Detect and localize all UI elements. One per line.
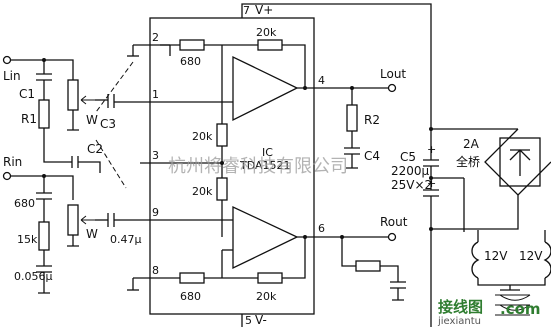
- left-output-network: Lout R2 C4: [344, 67, 406, 169]
- watermark: 杭州将睿科技有限公司 接线图 jiexiantu .com: [168, 156, 541, 327]
- w-top-label: W: [86, 113, 98, 127]
- pin-8-label: 8: [152, 264, 159, 277]
- bridge-rating-label: 2A: [463, 137, 480, 151]
- lout-label: Lout: [380, 67, 406, 81]
- power-supply: + + C5 2200μ 25V×2 2A 全桥 12V 12V: [391, 75, 551, 327]
- lout-terminal: [387, 83, 397, 93]
- potentiometer-w-top: [67, 79, 79, 111]
- c0056-label: 0.056μ: [14, 270, 53, 283]
- capacitor-rout: [380, 265, 406, 301]
- resistor-20k-mid-bot: [216, 177, 228, 201]
- t-12v-left-label: 12V: [484, 249, 508, 263]
- r20k-mid-bot-label: 20k: [192, 185, 213, 198]
- right-input-network: Rin 680 15k 0.056μ W 0.47μ: [2, 155, 142, 294]
- watermark-site-com: .com: [500, 300, 541, 318]
- capacitor-c-rin: [36, 176, 52, 222]
- resistor-r1: [38, 99, 50, 129]
- t-12v-right-label: 12V: [519, 249, 543, 263]
- lower-opamp-triangle: [232, 205, 299, 270]
- capacitor-c1: [36, 60, 52, 100]
- r20k-top-fb-label: 20k: [256, 26, 277, 39]
- bridge-rectifier: [484, 128, 551, 196]
- lower-amplifier: 9 680 20k 8 6: [120, 205, 342, 303]
- c5-rating-label: 25V×2: [391, 178, 432, 192]
- left-input-network: Lin C1 R1 C2 W C3: [2, 55, 134, 189]
- rin-terminal: [2, 171, 12, 181]
- rout-label: Rout: [380, 215, 408, 229]
- capacitor-047: [107, 213, 115, 227]
- bridge-type-label: 全桥: [456, 154, 480, 169]
- capacitor-c4: [344, 131, 360, 169]
- pin-2-label: 2: [152, 31, 159, 44]
- r680-input-label: 680: [14, 197, 35, 210]
- ic-tda1521-body: V+ 7 V- 5 IC TDA1521: [149, 3, 432, 327]
- transformer-secondary-right: [543, 241, 551, 279]
- c3-label: C3: [100, 117, 116, 131]
- svg-text:+: +: [427, 177, 436, 190]
- rin-label: Rin: [3, 155, 22, 169]
- lin-terminal: [2, 55, 12, 65]
- capacitor-c2: [71, 156, 101, 173]
- c5-value-label: 2200μ: [391, 164, 430, 178]
- resistor-680-bot: [179, 272, 205, 284]
- r680-top-label: 680: [180, 55, 201, 68]
- r20k-bot-fb-label: 20k: [256, 290, 277, 303]
- watermark-site-cn: 接线图: [438, 298, 483, 316]
- rout-terminal: [387, 232, 397, 242]
- ic-part-label: TDA1521: [239, 159, 291, 172]
- c2-label: C2: [87, 142, 103, 156]
- pin-6-label: 6: [318, 222, 325, 235]
- pin-5-label: 5: [245, 314, 252, 327]
- resistor-r2: [346, 104, 358, 132]
- r20k-mid-top-label: 20k: [192, 130, 213, 143]
- middle-feedback-network: 20k 20k 3: [140, 120, 228, 237]
- transformer-primary: [499, 294, 531, 311]
- resistor-20k-top-fb: [257, 39, 283, 51]
- supply-pos-label: V+: [255, 3, 273, 17]
- pin-4-label: 4: [318, 74, 325, 87]
- ganged-pot-link: [95, 61, 134, 189]
- resistor-680-top: [179, 39, 205, 51]
- pin-7-label: 7: [243, 4, 250, 17]
- r680-bot-label: 680: [180, 290, 201, 303]
- r2-label: R2: [364, 113, 380, 127]
- upper-opamp-triangle: [232, 55, 299, 122]
- c047-label: 0.47μ: [110, 233, 142, 246]
- right-output-network: Rout: [340, 215, 408, 301]
- c1-label: C1: [19, 87, 35, 101]
- ic-label: IC: [262, 146, 273, 159]
- watermark-site-en: jiexiantu: [437, 316, 481, 327]
- capacitor-0056: [36, 250, 52, 294]
- upper-amplifier: 680 20k 2 1 4: [120, 26, 352, 122]
- svg-text:+: +: [427, 143, 436, 156]
- resistor-15k: [38, 221, 50, 251]
- watermark-company: 杭州将睿科技有限公司: [168, 156, 348, 177]
- potentiometer-w-bot: [67, 204, 79, 236]
- lin-label: Lin: [3, 69, 21, 83]
- transformer-secondary-left: [471, 241, 480, 279]
- r1-label: R1: [21, 112, 37, 126]
- w-bot-label: W: [86, 227, 98, 241]
- supply-neg-label: V-: [255, 313, 267, 327]
- resistor-20k-bot-fb: [257, 272, 283, 284]
- capacitor-c3: [107, 94, 115, 108]
- pin-1-label: 1: [152, 88, 159, 101]
- pin-3-label: 3: [152, 149, 159, 162]
- c5-label: C5: [400, 150, 416, 164]
- pin-9-label: 9: [152, 206, 159, 219]
- resistor-20k-mid-top: [216, 123, 228, 147]
- resistor-rout: [355, 260, 381, 272]
- c4-label: C4: [364, 149, 380, 163]
- r15k-label: 15k: [17, 233, 38, 246]
